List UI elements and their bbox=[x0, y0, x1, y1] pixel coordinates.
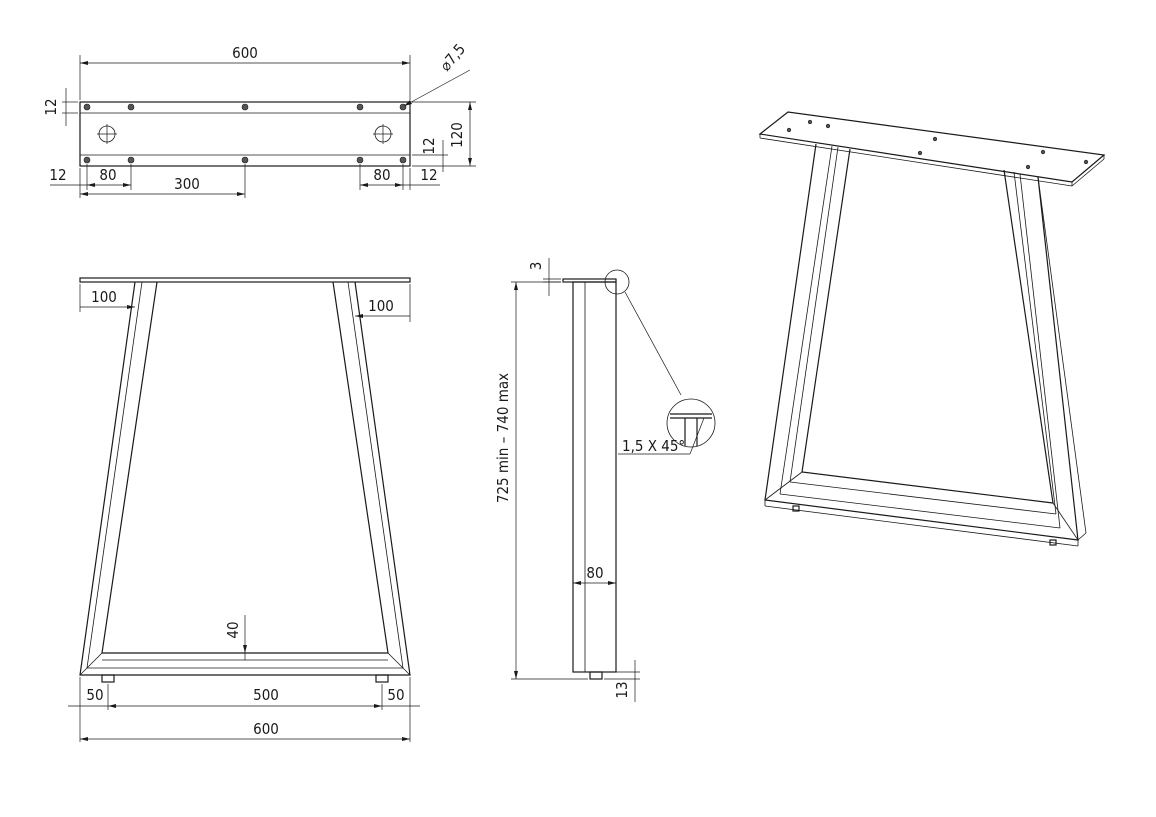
dim-bottom-left: 50 bbox=[86, 686, 103, 704]
iso-foot-right bbox=[1049, 539, 1057, 546]
dim-top-right-inset: 100 bbox=[368, 297, 394, 315]
mounting-hole bbox=[399, 156, 407, 164]
foot-right bbox=[375, 674, 389, 683]
front-view-dimensions: 100 100 40 50 500 50 600 bbox=[68, 284, 420, 742]
mounting-hole bbox=[807, 119, 813, 125]
mounting-hole bbox=[83, 156, 91, 164]
side-foot bbox=[589, 671, 603, 680]
dim-left-spacing: 80 bbox=[99, 166, 116, 184]
mounting-hole bbox=[356, 156, 364, 164]
dim-bottom-right: 50 bbox=[387, 686, 404, 704]
dim-bottom-total: 600 bbox=[253, 720, 279, 738]
mounting-hole bbox=[1025, 164, 1031, 170]
mounting-hole bbox=[917, 150, 923, 156]
side-view-dimensions: 3 725 min – 740 max 80 13 bbox=[494, 258, 640, 702]
detail-view bbox=[666, 398, 716, 455]
mounting-hole bbox=[127, 103, 135, 111]
dim-hole-diameter: ⌀7,5 bbox=[436, 40, 469, 74]
mounting-hole bbox=[825, 123, 831, 129]
dim-left-margin: 12 bbox=[49, 166, 66, 184]
dim-height: 120 bbox=[448, 122, 466, 148]
dim-right-spacing: 80 bbox=[373, 166, 390, 184]
mounting-hole bbox=[241, 156, 249, 164]
dim-total-width: 600 bbox=[232, 44, 258, 62]
detail-marker bbox=[604, 269, 630, 295]
isometric-view-leg bbox=[758, 111, 1106, 547]
mounting-hole bbox=[786, 127, 792, 133]
dim-foot-height: 40 bbox=[224, 621, 242, 638]
mounting-hole bbox=[127, 156, 135, 164]
dim-plate-thickness: 3 bbox=[527, 262, 545, 271]
dim-right-margin: 12 bbox=[420, 166, 437, 184]
mounting-hole bbox=[1083, 159, 1089, 165]
dim-foot: 13 bbox=[613, 681, 631, 698]
dim-profile-width: 80 bbox=[586, 564, 603, 582]
top-view-dimensions: 600 ⌀7,5 12 120 12 12 bbox=[42, 40, 476, 198]
foot-left bbox=[101, 674, 115, 683]
iso-foot-left bbox=[792, 505, 800, 512]
dim-center-spacing: 300 bbox=[174, 175, 200, 193]
mounting-hole bbox=[932, 136, 938, 142]
dim-edge-right: 12 bbox=[420, 137, 438, 154]
dim-top-left-inset: 100 bbox=[91, 288, 117, 306]
large-hole-right bbox=[373, 124, 393, 144]
detail-chamfer: 1,5 X 45° bbox=[622, 437, 685, 455]
dim-bottom-center: 500 bbox=[253, 686, 279, 704]
dim-height-range: 725 min – 740 max bbox=[494, 373, 512, 503]
dim-edge-left: 12 bbox=[42, 98, 60, 115]
side-view-leg: 1,5 X 45° bbox=[562, 269, 716, 680]
large-hole-left bbox=[97, 124, 117, 144]
mounting-hole bbox=[241, 103, 249, 111]
mounting-hole bbox=[356, 103, 364, 111]
mounting-hole bbox=[1040, 149, 1046, 155]
mounting-hole bbox=[83, 103, 91, 111]
top-view-plate bbox=[79, 101, 411, 167]
